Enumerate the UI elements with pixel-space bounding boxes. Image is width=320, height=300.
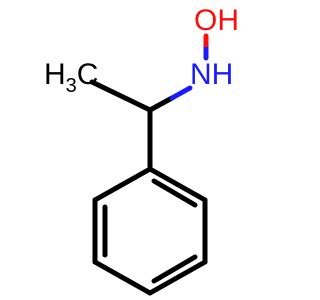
- methyl-h: H: [44, 58, 66, 91]
- bond-ch-n-nitrogen-half: [169, 85, 193, 101]
- ring-bond-6: [92, 166, 153, 203]
- ring-double-bond-1: [151, 178, 198, 208]
- methyl-c: C: [77, 58, 99, 91]
- bond-methyl-ch: [89, 79, 153, 113]
- ring-bond-3: [147, 259, 208, 296]
- ring-bond-4: [92, 259, 153, 296]
- molecule-diagram: OH NH H3C: [44, 4, 239, 296]
- amine-label: NH: [190, 58, 233, 91]
- ring-bond-1: [147, 166, 208, 203]
- bond-ch-n-carbon-half: [147, 95, 175, 113]
- methyl-label: H3C: [44, 58, 98, 97]
- methyl-subscript: 3: [66, 75, 77, 97]
- hydroxyl-label: OH: [194, 4, 239, 37]
- ring-double-bond-2: [151, 254, 198, 284]
